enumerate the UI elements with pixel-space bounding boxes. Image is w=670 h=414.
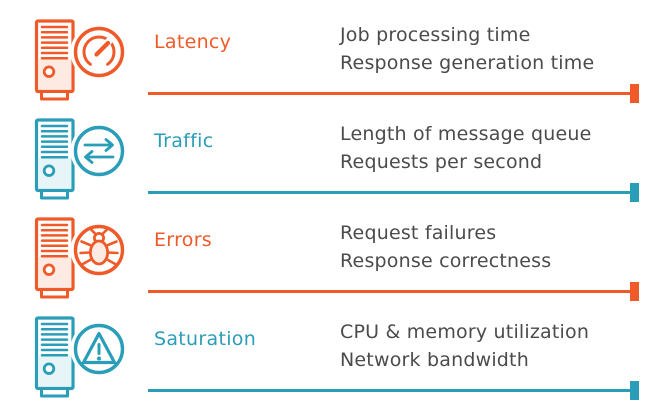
description-line: Job processing time — [340, 24, 531, 46]
underline-rule — [148, 290, 630, 293]
server-exchange-arrows-icon — [32, 117, 126, 201]
description-line: CPU & memory utilization — [340, 321, 590, 343]
description-line: Requests per second — [340, 151, 543, 173]
underline-rule — [148, 191, 630, 194]
signal-description: Request failures Response correctness — [340, 219, 551, 275]
description-line: Response correctness — [340, 250, 552, 272]
rule-end-cap — [630, 84, 639, 103]
server-bug-icon — [32, 216, 126, 300]
signal-description: CPU & memory utilization Network bandwid… — [340, 318, 589, 374]
server-warning-icon — [32, 315, 126, 399]
signal-row-latency: Latency Job processing time Response gen… — [0, 0, 670, 103]
signal-row-traffic: Traffic Length of message queue Requests… — [0, 99, 670, 202]
rule-end-cap — [630, 381, 639, 400]
signal-description: Job processing time Response generation … — [340, 21, 594, 77]
description-line: Response generation time — [340, 52, 595, 74]
signal-label: Errors — [154, 229, 213, 251]
rule-end-cap — [630, 282, 639, 301]
description-line: Length of message queue — [340, 123, 592, 145]
signal-row-errors: Errors Request failures Response correct… — [0, 198, 670, 301]
signal-label: Latency — [154, 31, 232, 53]
description-line: Request failures — [340, 222, 497, 244]
description-line: Network bandwidth — [340, 349, 529, 371]
underline-rule — [148, 389, 630, 392]
underline-rule — [148, 92, 630, 95]
rule-end-cap — [630, 183, 639, 202]
signal-label: Saturation — [154, 328, 257, 350]
signal-label: Traffic — [154, 130, 214, 152]
signal-description: Length of message queue Requests per sec… — [340, 120, 591, 176]
signal-row-saturation: Saturation CPU & memory utilization Netw… — [0, 297, 670, 400]
server-gauge-icon — [32, 18, 126, 102]
